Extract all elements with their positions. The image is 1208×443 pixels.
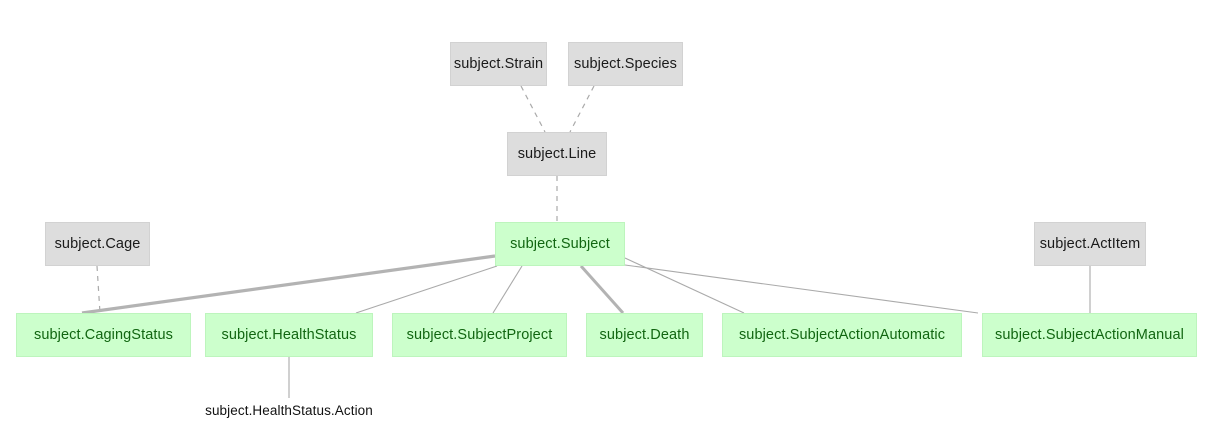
node-cage[interactable]: subject.Cage (45, 222, 150, 266)
node-species[interactable]: subject.Species (568, 42, 683, 86)
node-death[interactable]: subject.Death (586, 313, 703, 357)
edge-subject-actionmanual (624, 264, 979, 314)
node-subjectactionmanual[interactable]: subject.SubjectActionManual (982, 313, 1197, 357)
node-subjectproject[interactable]: subject.SubjectProject (392, 313, 567, 357)
node-actitem[interactable]: subject.ActItem (1034, 222, 1146, 266)
node-cagingstatus[interactable]: subject.CagingStatus (16, 313, 191, 357)
node-strain[interactable]: subject.Strain (450, 42, 547, 86)
edge-subject-actionauto (624, 257, 745, 314)
node-line[interactable]: subject.Line (507, 132, 607, 176)
node-healthstatusaction: subject.HealthStatus.Action (205, 403, 373, 419)
node-subjectactionautomatic[interactable]: subject.SubjectActionAutomatic (722, 313, 962, 357)
edge-subject-healthstatus (355, 265, 498, 314)
edge-strain-line (520, 85, 546, 133)
edge-subject-subjectproject (492, 265, 523, 314)
node-healthstatus[interactable]: subject.HealthStatus (205, 313, 373, 357)
node-subject[interactable]: subject.Subject (495, 222, 625, 266)
edge-species-line (569, 85, 595, 133)
edge-subject-death (579, 265, 625, 314)
edge-cage-cagingstatus (96, 265, 101, 314)
